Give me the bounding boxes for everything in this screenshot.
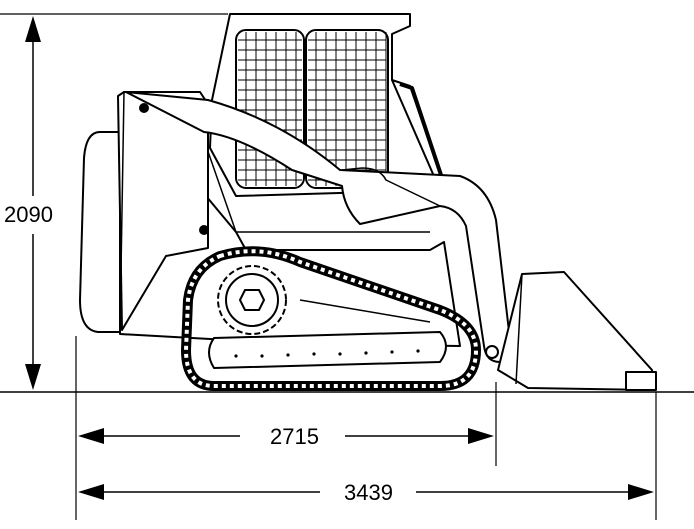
height-dimension-label: 2090: [0, 202, 57, 228]
wheelbase-dimension-label: 2715: [266, 424, 323, 450]
bolt-icon: [199, 225, 209, 235]
overall-length-dimension: [78, 484, 654, 500]
bucket: [497, 271, 657, 391]
arrowhead-left-icon: [78, 428, 104, 444]
skid-steer-machine: [79, 13, 657, 391]
roller-frame: [208, 331, 447, 369]
roller-dots: [234, 349, 420, 358]
bolt-icon: [139, 103, 149, 113]
pivot-pin-icon: [485, 345, 499, 359]
height-dimension: [0, 13, 228, 390]
lift-arm: [125, 91, 512, 363]
arrowhead-right-icon: [628, 484, 654, 500]
arrowhead-right-icon: [468, 428, 494, 444]
side-tower: [117, 91, 209, 331]
track-assembly: [181, 246, 481, 391]
arrowhead-down-icon: [25, 364, 41, 390]
wheelbase-dimension: [78, 428, 494, 444]
arrowhead-up-icon: [25, 16, 41, 42]
arrowhead-left-icon: [78, 484, 104, 500]
engine-cover: [79, 131, 127, 333]
overall-length-dimension-label: 3439: [340, 480, 397, 506]
sprocket-hub-icon: [239, 289, 265, 311]
